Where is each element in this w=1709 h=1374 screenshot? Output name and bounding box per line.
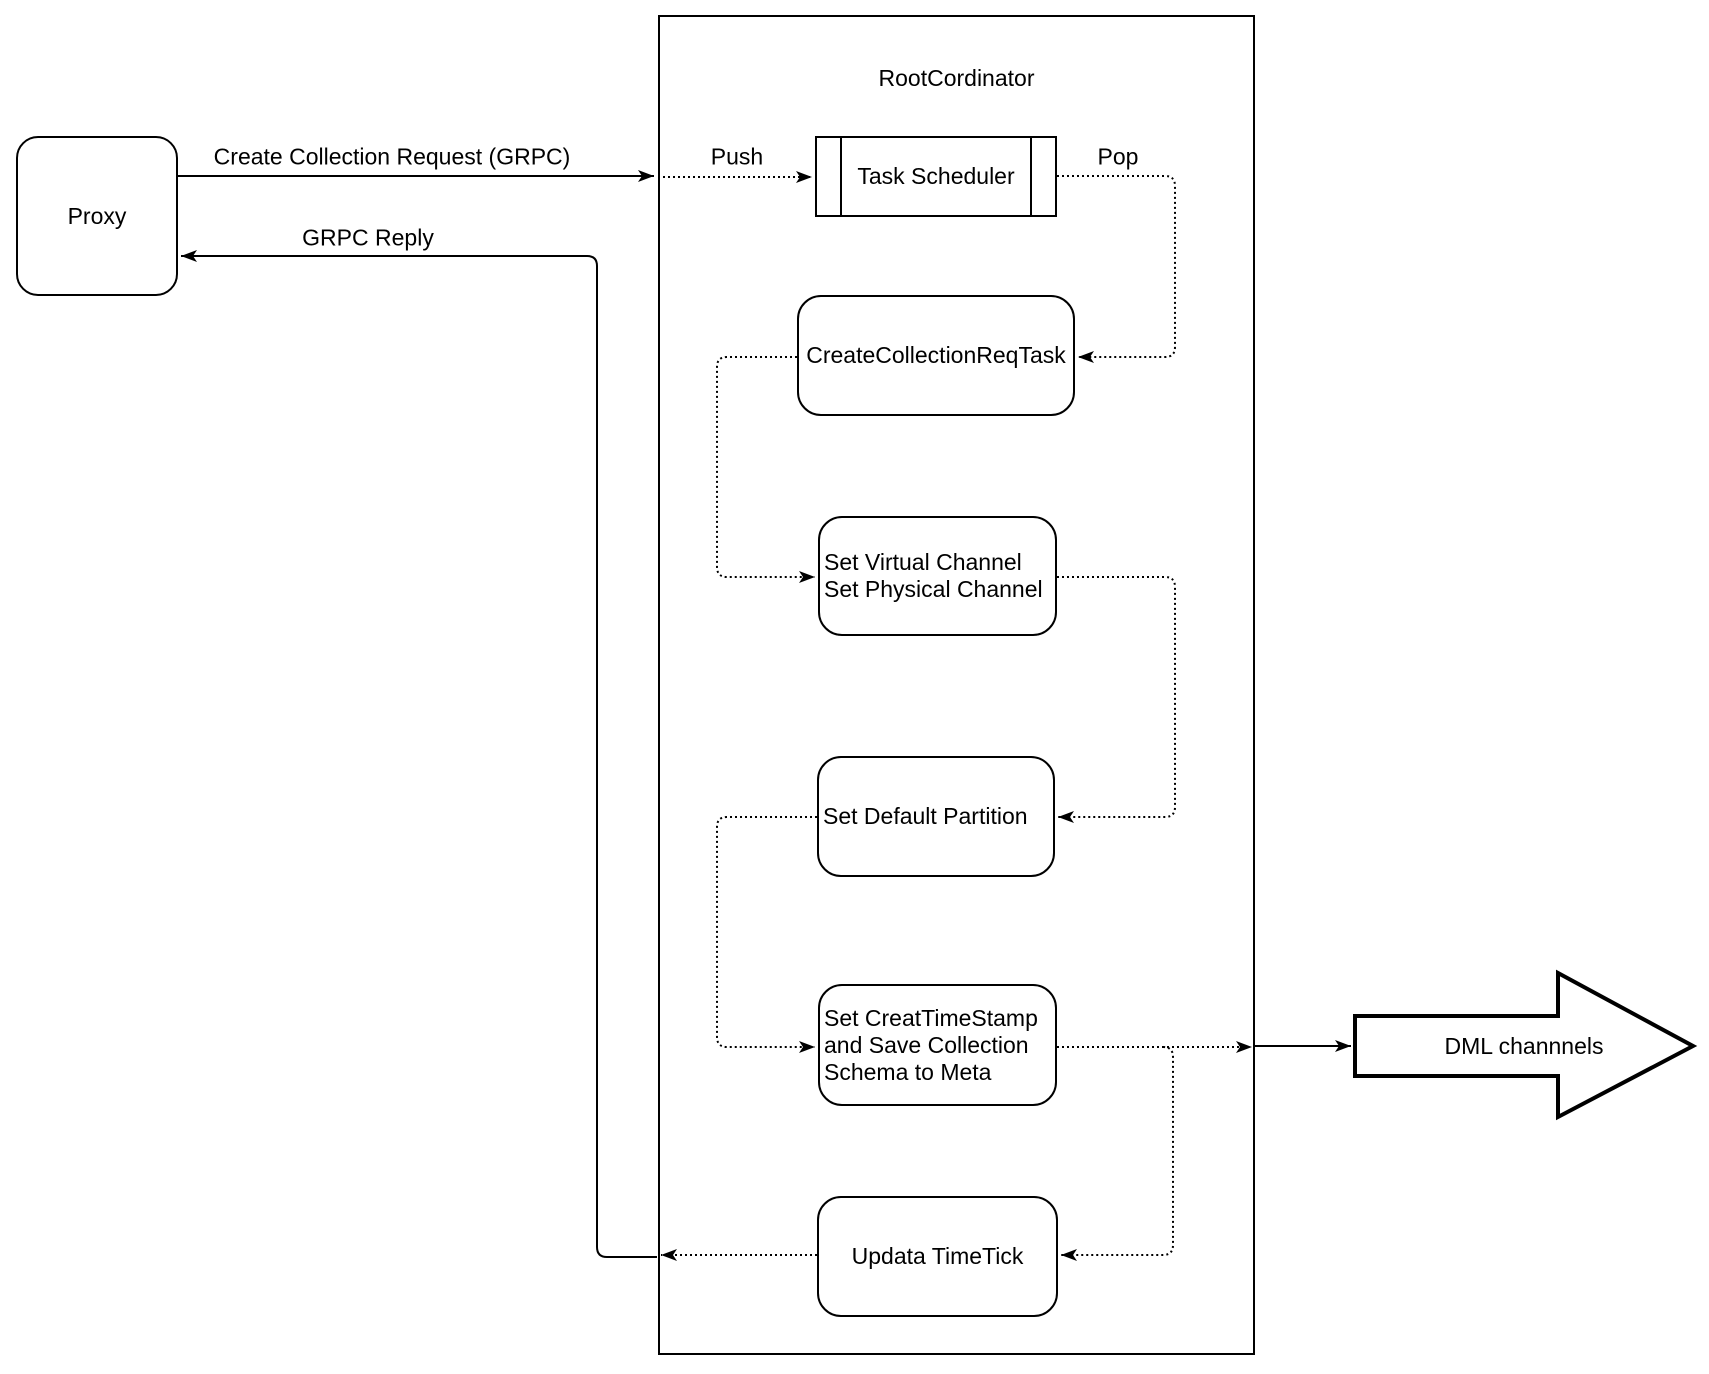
set-virtual-channel-line-1: Set Virtual Channel [824,549,1022,575]
task-scheduler-node: Task Scheduler [815,136,1057,217]
dml-channels-label: DML channnels [1444,1032,1604,1059]
grpc-reply-label: GRPC Reply [300,224,436,252]
set-default-partition-node: Set Default Partition [817,756,1055,877]
grpc-reply-arrow [181,250,657,1258]
task-scheduler-left-bar [840,138,842,215]
set-virtual-channel-line-2: Set Physical Channel [824,576,1043,602]
pop-label: Pop [1095,143,1141,171]
create-collection-req-task-label: CreateCollectionReqTask [806,342,1066,368]
task-scheduler-label: Task Scheduler [857,163,1015,189]
set-virtual-channel-node: Set Virtual Channel Set Physical Channel [818,516,1057,636]
dml-channels-arrow-shape [1353,969,1698,1121]
set-creat-timestamp-line-3: Schema to Meta [824,1058,992,1085]
root-coordinator-container: RootCordinator [658,15,1255,1355]
push-label: Push [708,143,766,171]
create-collection-req-task-node: CreateCollectionReqTask [797,295,1075,416]
timestamp-to-timetick-arrow [1061,1046,1174,1261]
updata-timetick-label: Updata TimeTick [851,1243,1024,1269]
create-collection-request-label: Create Collection Request (GRPC) [211,143,573,171]
proxy-node: Proxy [16,136,178,296]
set-creat-timestamp-node: Set CreatTimeStamp and Save Collection S… [818,984,1057,1106]
updata-timetick-node: Updata TimeTick [817,1196,1058,1317]
reqtask-to-virtual-channel-arrow [716,356,815,583]
set-default-partition-label: Set Default Partition [823,803,1028,829]
set-creat-timestamp-line-1: Set CreatTimeStamp [824,1004,1038,1031]
proxy-label: Proxy [67,202,127,229]
task-scheduler-right-bar [1030,138,1032,215]
root-coordinator-title: RootCordinator [878,65,1035,91]
virtual-channel-to-default-partition-arrow [1057,576,1176,823]
set-creat-timestamp-line-2: and Save Collection [824,1031,1029,1058]
default-partition-to-timestamp-arrow [716,816,817,1053]
